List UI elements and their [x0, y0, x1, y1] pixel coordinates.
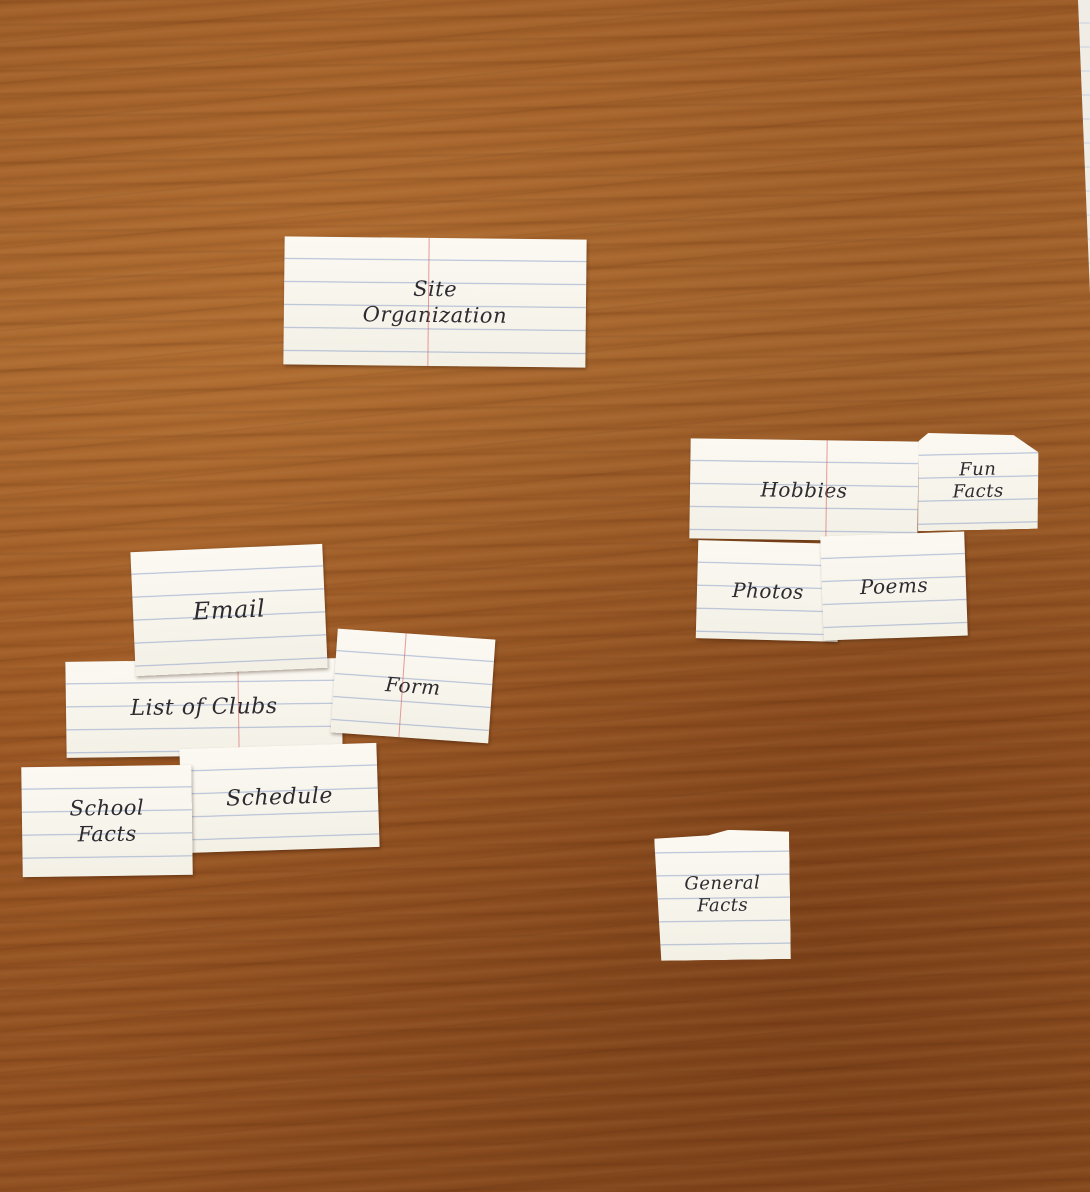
card-line: Poems [859, 572, 929, 599]
card-label: Hobbies [760, 477, 847, 503]
card-site-organization[interactable]: Site Organization [283, 236, 587, 368]
card-line: List of Clubs [130, 694, 278, 722]
card-line: Photos [731, 577, 805, 604]
card-label: List of Clubs [130, 693, 277, 723]
card-line: Facts [77, 821, 137, 847]
card-label: Email [192, 593, 266, 626]
card-label: Site Organization [363, 275, 508, 329]
card-label: Schedule [226, 783, 334, 814]
card-line: Email [192, 594, 266, 626]
card-line: General [684, 871, 761, 895]
card-line: Hobbies [760, 476, 848, 503]
card-photos[interactable]: Photos [695, 540, 841, 642]
card-line: Form [384, 671, 442, 700]
card-form[interactable]: Form [330, 628, 496, 744]
card-school-facts[interactable]: School Facts [21, 764, 193, 878]
card-fun-facts[interactable]: Fun Facts [916, 431, 1040, 532]
card-poems[interactable]: Poems [820, 531, 968, 641]
card-label: School Facts [69, 794, 144, 848]
card-line: Facts [696, 894, 749, 917]
card-line: Schedule [225, 783, 334, 812]
card-schedule[interactable]: Schedule [179, 742, 380, 854]
card-label: Poems [859, 572, 928, 599]
card-general-facts[interactable]: General Facts [654, 829, 791, 961]
card-line: School [69, 795, 145, 821]
card-line: Fun [958, 458, 997, 480]
card-hobbies[interactable]: Hobbies [689, 438, 919, 542]
card-email[interactable]: Email [130, 543, 328, 677]
card-line: Organization [362, 302, 508, 328]
card-label: Fun Facts [952, 458, 1004, 504]
card-label: Photos [732, 578, 804, 605]
card-line: Facts [952, 480, 1004, 503]
card-label: General Facts [684, 872, 760, 918]
card-line: Site [413, 276, 458, 301]
card-label: Form [385, 672, 442, 701]
